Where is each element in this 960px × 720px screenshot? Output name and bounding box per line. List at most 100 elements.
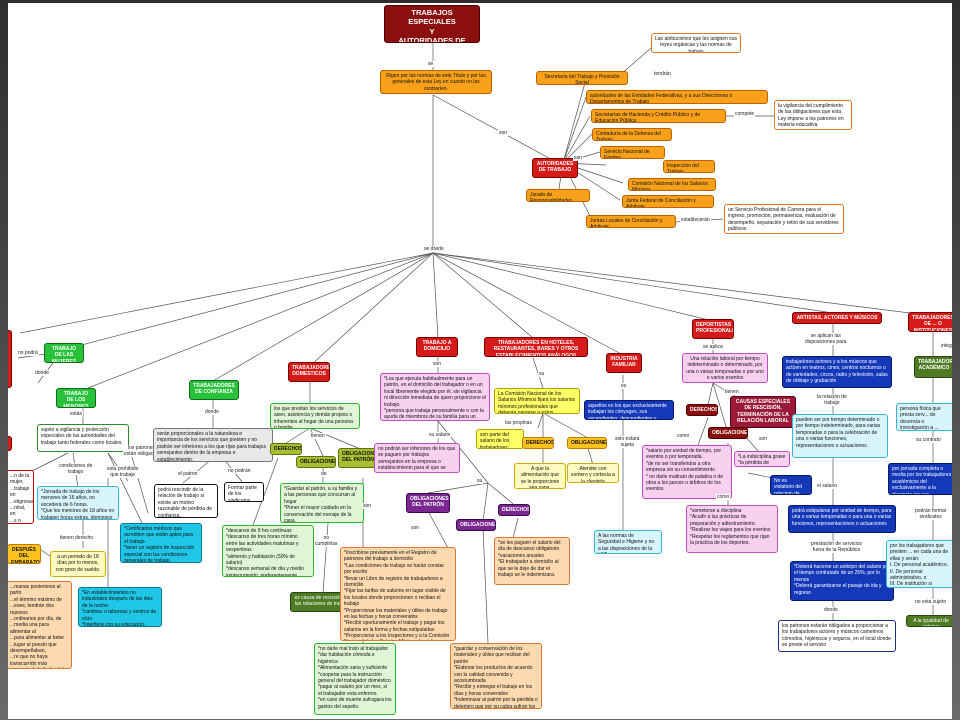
node-dom-def: *Los que ejecuta habitualmente para un p… <box>380 373 490 421</box>
node-mujer-left: ...n de la mujer, ...trabajo en ...eligr… <box>8 470 34 524</box>
node-periodo: a un periodo de 18 días por lo menos, co… <box>50 551 106 577</box>
label-estableceran: establecerán <box>680 217 711 223</box>
label-relacion-trabajo: la relación de trabajo <box>816 394 848 406</box>
node-familiar-desc: aquellos en los que exclusivamente traba… <box>584 400 674 420</box>
node-red-left <box>8 330 12 388</box>
node-menores-16: *Jornada de trabajo de los menores de 16… <box>37 486 119 520</box>
label-integ: integ <box>940 343 952 349</box>
node-someterse: *someterse a disciplina *Acudir a las pr… <box>686 505 778 553</box>
node-menores: TRABAJO DE LOS MENORES <box>56 388 96 408</box>
node-oblig-dep: OBLIGACIONES <box>708 427 748 439</box>
label-solo-estara: solo estará sujeta <box>614 436 641 448</box>
label-las-propinas: las propinas <box>504 420 533 426</box>
node-stps-attr: Las atribuciones que les asignen sus ley… <box>651 33 741 53</box>
label-como: como <box>676 433 691 439</box>
node-no-devengar: no podrán ser inferiores de los que se p… <box>374 443 460 473</box>
node-estipular-art: podrá estipularse por unidad de tiempo, … <box>788 505 896 533</box>
node-entidades: autoridades de las Entidades Federativas… <box>586 90 768 104</box>
node-descanso-dom: *descanso de 9 hrs continuas *descanso d… <box>222 525 314 577</box>
label-son-list: son <box>573 155 584 161</box>
node-salario-dep: *salario por unidad de tiempo, por event… <box>642 445 732 499</box>
label-podran: podrán formar sindicatos <box>914 508 948 520</box>
node-deportistas: DEPORTISTAS PROFESIONALES <box>692 319 734 339</box>
label-tienen-dep: tienen <box>724 389 740 395</box>
label-estan: están <box>69 411 84 417</box>
node-inspeccion: Inspección del Trabajo <box>663 160 715 173</box>
node-mujer-emb: ...manas posteriores al parto ...el térm… <box>8 581 72 669</box>
node-rigen: Rigen por las normas de este Título y po… <box>380 70 492 94</box>
label-prestacion: prestación de servicios fuera de la Repú… <box>810 541 863 553</box>
label-no-podra: no podrá <box>17 350 39 356</box>
label-se-aplica: se aplica <box>702 344 724 350</box>
node-stps: Secretaría del Trabajo y Previsión Socia… <box>536 71 628 85</box>
label-donde-confianza: donde <box>204 409 220 415</box>
node-dom-desc: los que prestan los servicios de aseo, a… <box>270 403 360 429</box>
label-donde: donde <box>34 370 50 376</box>
node-deberia-art: *Deberá hacerse un anticipo del salario … <box>790 561 894 601</box>
node-artistas-desc: trabajadores actores y a los músicos que… <box>782 356 892 388</box>
node-esmero-hot: Atender con esmero y cortesía a la clien… <box>567 463 619 483</box>
node-no-violatorio: No es violatorio del principio de iguald… <box>770 475 812 495</box>
node-oblig-patron-domic: OBLIGACIONES DEL PATRÓN <box>406 493 450 513</box>
node-junta-fed: Junta Federal de Conciliación y Arbitraj… <box>622 195 714 208</box>
node-alimentacion-hot: A que la alimentación que se le proporci… <box>514 463 566 489</box>
label-no-podran: no podrán <box>227 468 252 474</box>
node-oblig-hot: OBLIGACIONES <box>567 437 607 449</box>
label-condiciones: condiciones de trabajo <box>58 463 94 475</box>
node-indisciplina: *La indisciplina grave *la pérdida de fa… <box>734 451 790 467</box>
node-shcp: Secretarías de Hacienda y Crédito Públic… <box>591 109 726 123</box>
node-familiar: INDUSTRIA FAMILIAR <box>606 353 642 373</box>
node-causas-dep: CAUSAS ESPECIALES DE RESCISIÓN, TERMINAC… <box>730 396 796 428</box>
label-se: se <box>427 61 435 67</box>
node-sindicatos: Formar parte de los sindicatos. <box>224 482 264 502</box>
label-son-domic: son <box>432 361 443 367</box>
label-aplican: se aplican las disposiciones para <box>804 333 848 345</box>
map-title: TRABAJOS ESPECIALES Y AUTORIDADES DE TRA… <box>384 5 480 43</box>
node-despues: DESPUÉS DEL EMBARAZO <box>8 544 41 564</box>
node-juntas-locales: Juntas Locales de Conciliación y Arbitra… <box>586 215 676 228</box>
label-se-divide: se divide <box>423 246 445 252</box>
node-oblig-patron-dom: OBLIGACIONES DEL PATRÓN <box>338 448 378 468</box>
node-obligaciones-domic: OBLIGACIONES <box>456 519 496 531</box>
node-igualdad-acad: A la igualdad de salarios <box>906 615 952 627</box>
label-son-autoridades: son <box>498 130 509 136</box>
label-tendran: tendrán <box>653 71 672 77</box>
node-confianza: TRABAJADORES DE CONFIANZA <box>189 380 239 400</box>
node-propinas: son parte del salario de los trabajadore… <box>476 429 524 449</box>
node-guardar-dom: *Guardar al patrón, a su familia y a las… <box>280 483 364 523</box>
node-jornada-acad: por jornada completa o media por los tra… <box>888 463 952 495</box>
label-no-cumplirlas: no cumplirlas <box>314 535 339 547</box>
label-su-contrato: su contrato <box>915 437 942 443</box>
node-artistas: ARTISTAS, ACTORES Y MÚSICOS <box>792 312 882 324</box>
node-prestacion-acad: por los trabajadores que presten ... en … <box>886 540 952 588</box>
label-es: es <box>620 383 628 389</box>
node-derechos-domic: DERECHOS <box>498 504 530 516</box>
label-no-esta: no esta sujeto <box>914 599 948 605</box>
node-derechos-hot: DERECHOS <box>522 437 554 449</box>
node-comision-hot: La Comisión Nacional de los Salarios Mín… <box>494 388 580 414</box>
node-patron-dom: *no darle mal trato al trabajador *dar h… <box>314 643 396 715</box>
label-su: su <box>476 478 484 484</box>
node-confianza-desc: serán proporcionales a la naturaleza e i… <box>153 428 273 462</box>
label-compete: compete <box>734 111 756 117</box>
node-mujeres: TRABAJO DE LAS MUJERES <box>44 343 84 363</box>
node-rescindir: podrá rescindir de la relación de trabaj… <box>154 484 218 518</box>
node-red-left-small <box>8 436 12 451</box>
label-de: de <box>320 471 328 477</box>
label-tienen-derecho: tienen derecho <box>59 535 95 541</box>
node-domesticos: TRABAJADORES DOMESTICOS <box>288 362 330 382</box>
node-academicos: TRABAJADORES DE ... O INSTITUCIONES DE .… <box>908 312 952 332</box>
node-derechos-dep: DERECHOS <box>686 404 718 416</box>
node-trab-academico: TRABAJADOR ACADÉMICO <box>914 356 952 378</box>
node-relacion-dep: Una relación laboral por tiempo indeterm… <box>682 353 768 383</box>
label-los-patrones: los patrones están obligados <box>123 445 161 457</box>
label-donde-art: donde <box>823 607 839 613</box>
label-tienen-dom: tienen <box>310 433 326 439</box>
label-son-causas: son <box>758 436 769 442</box>
node-oblig-dom: OBLIGACIONES <box>296 456 336 468</box>
node-fisica-acad: persona física que presta serv... de doc… <box>896 403 952 431</box>
concept-map-canvas: TRABAJOS ESPECIALES Y AUTORIDADES DE TRA… <box>8 3 952 719</box>
label-como-2: como <box>716 494 731 500</box>
node-servicio-prof: un Servicio Profesional de Carrera para … <box>724 204 844 234</box>
